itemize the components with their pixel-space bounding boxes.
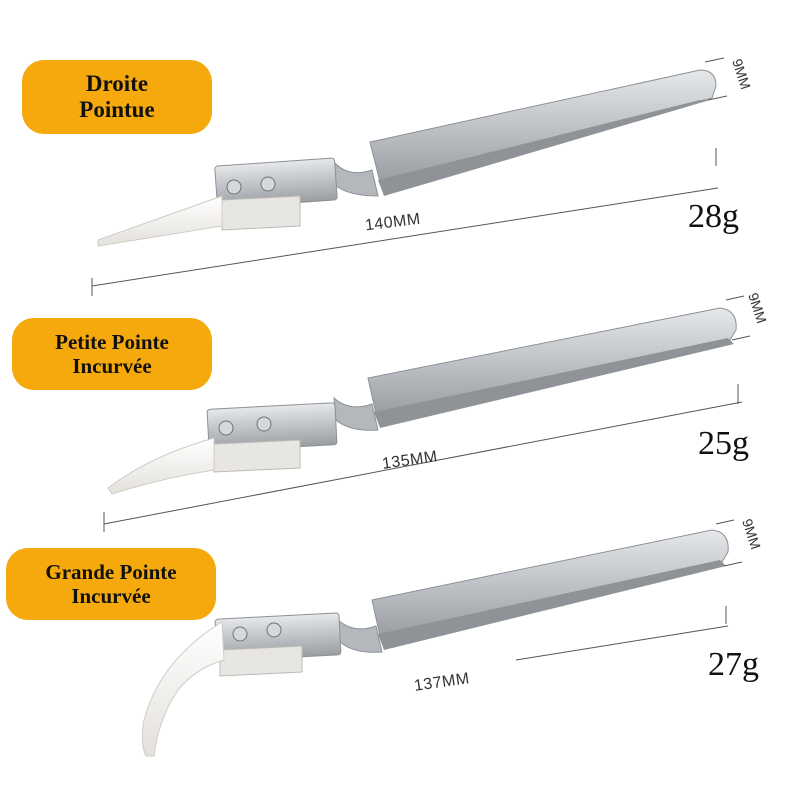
tweezer-small-curve	[103, 295, 751, 532]
label-petite-pointe-incurvee: Petite Pointe Incurvée	[12, 318, 212, 390]
label-line1: Grande Pointe	[45, 559, 177, 584]
label-line2: Pointue	[79, 97, 155, 122]
label-droite-pointue: Droite Pointue	[22, 60, 212, 134]
tweezer-straight	[91, 57, 728, 296]
weight-label: 25g	[698, 425, 749, 462]
screw-icon	[218, 420, 234, 436]
label-line2: Incurvée	[71, 584, 151, 608]
label-grande-pointe-incurvee: Grande Pointe Incurvée	[6, 548, 216, 620]
screw-icon	[266, 622, 282, 638]
weight-label: 27g	[708, 646, 759, 683]
tweezer-large-curve	[141, 519, 743, 757]
screw-icon	[256, 416, 272, 432]
screw-icon	[232, 626, 248, 642]
screw-icon	[260, 176, 276, 192]
label-line1: Petite Pointe	[55, 329, 169, 354]
label-line1: Droite	[85, 70, 149, 96]
screw-icon	[226, 179, 242, 195]
label-line2: Incurvée	[72, 354, 152, 378]
weight-label: 28g	[688, 198, 739, 235]
